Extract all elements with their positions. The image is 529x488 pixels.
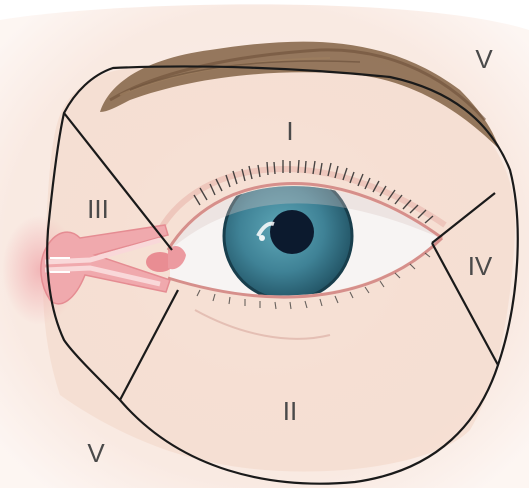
zone-label-V-upper: V xyxy=(475,44,493,74)
zone-label-III: III xyxy=(87,194,109,224)
pupil xyxy=(270,210,314,254)
zone-label-V-lower: V xyxy=(87,438,105,468)
zone-label-I: I xyxy=(286,116,293,146)
zone-label-IV: IV xyxy=(468,251,493,281)
zone-label-II: II xyxy=(283,396,297,426)
